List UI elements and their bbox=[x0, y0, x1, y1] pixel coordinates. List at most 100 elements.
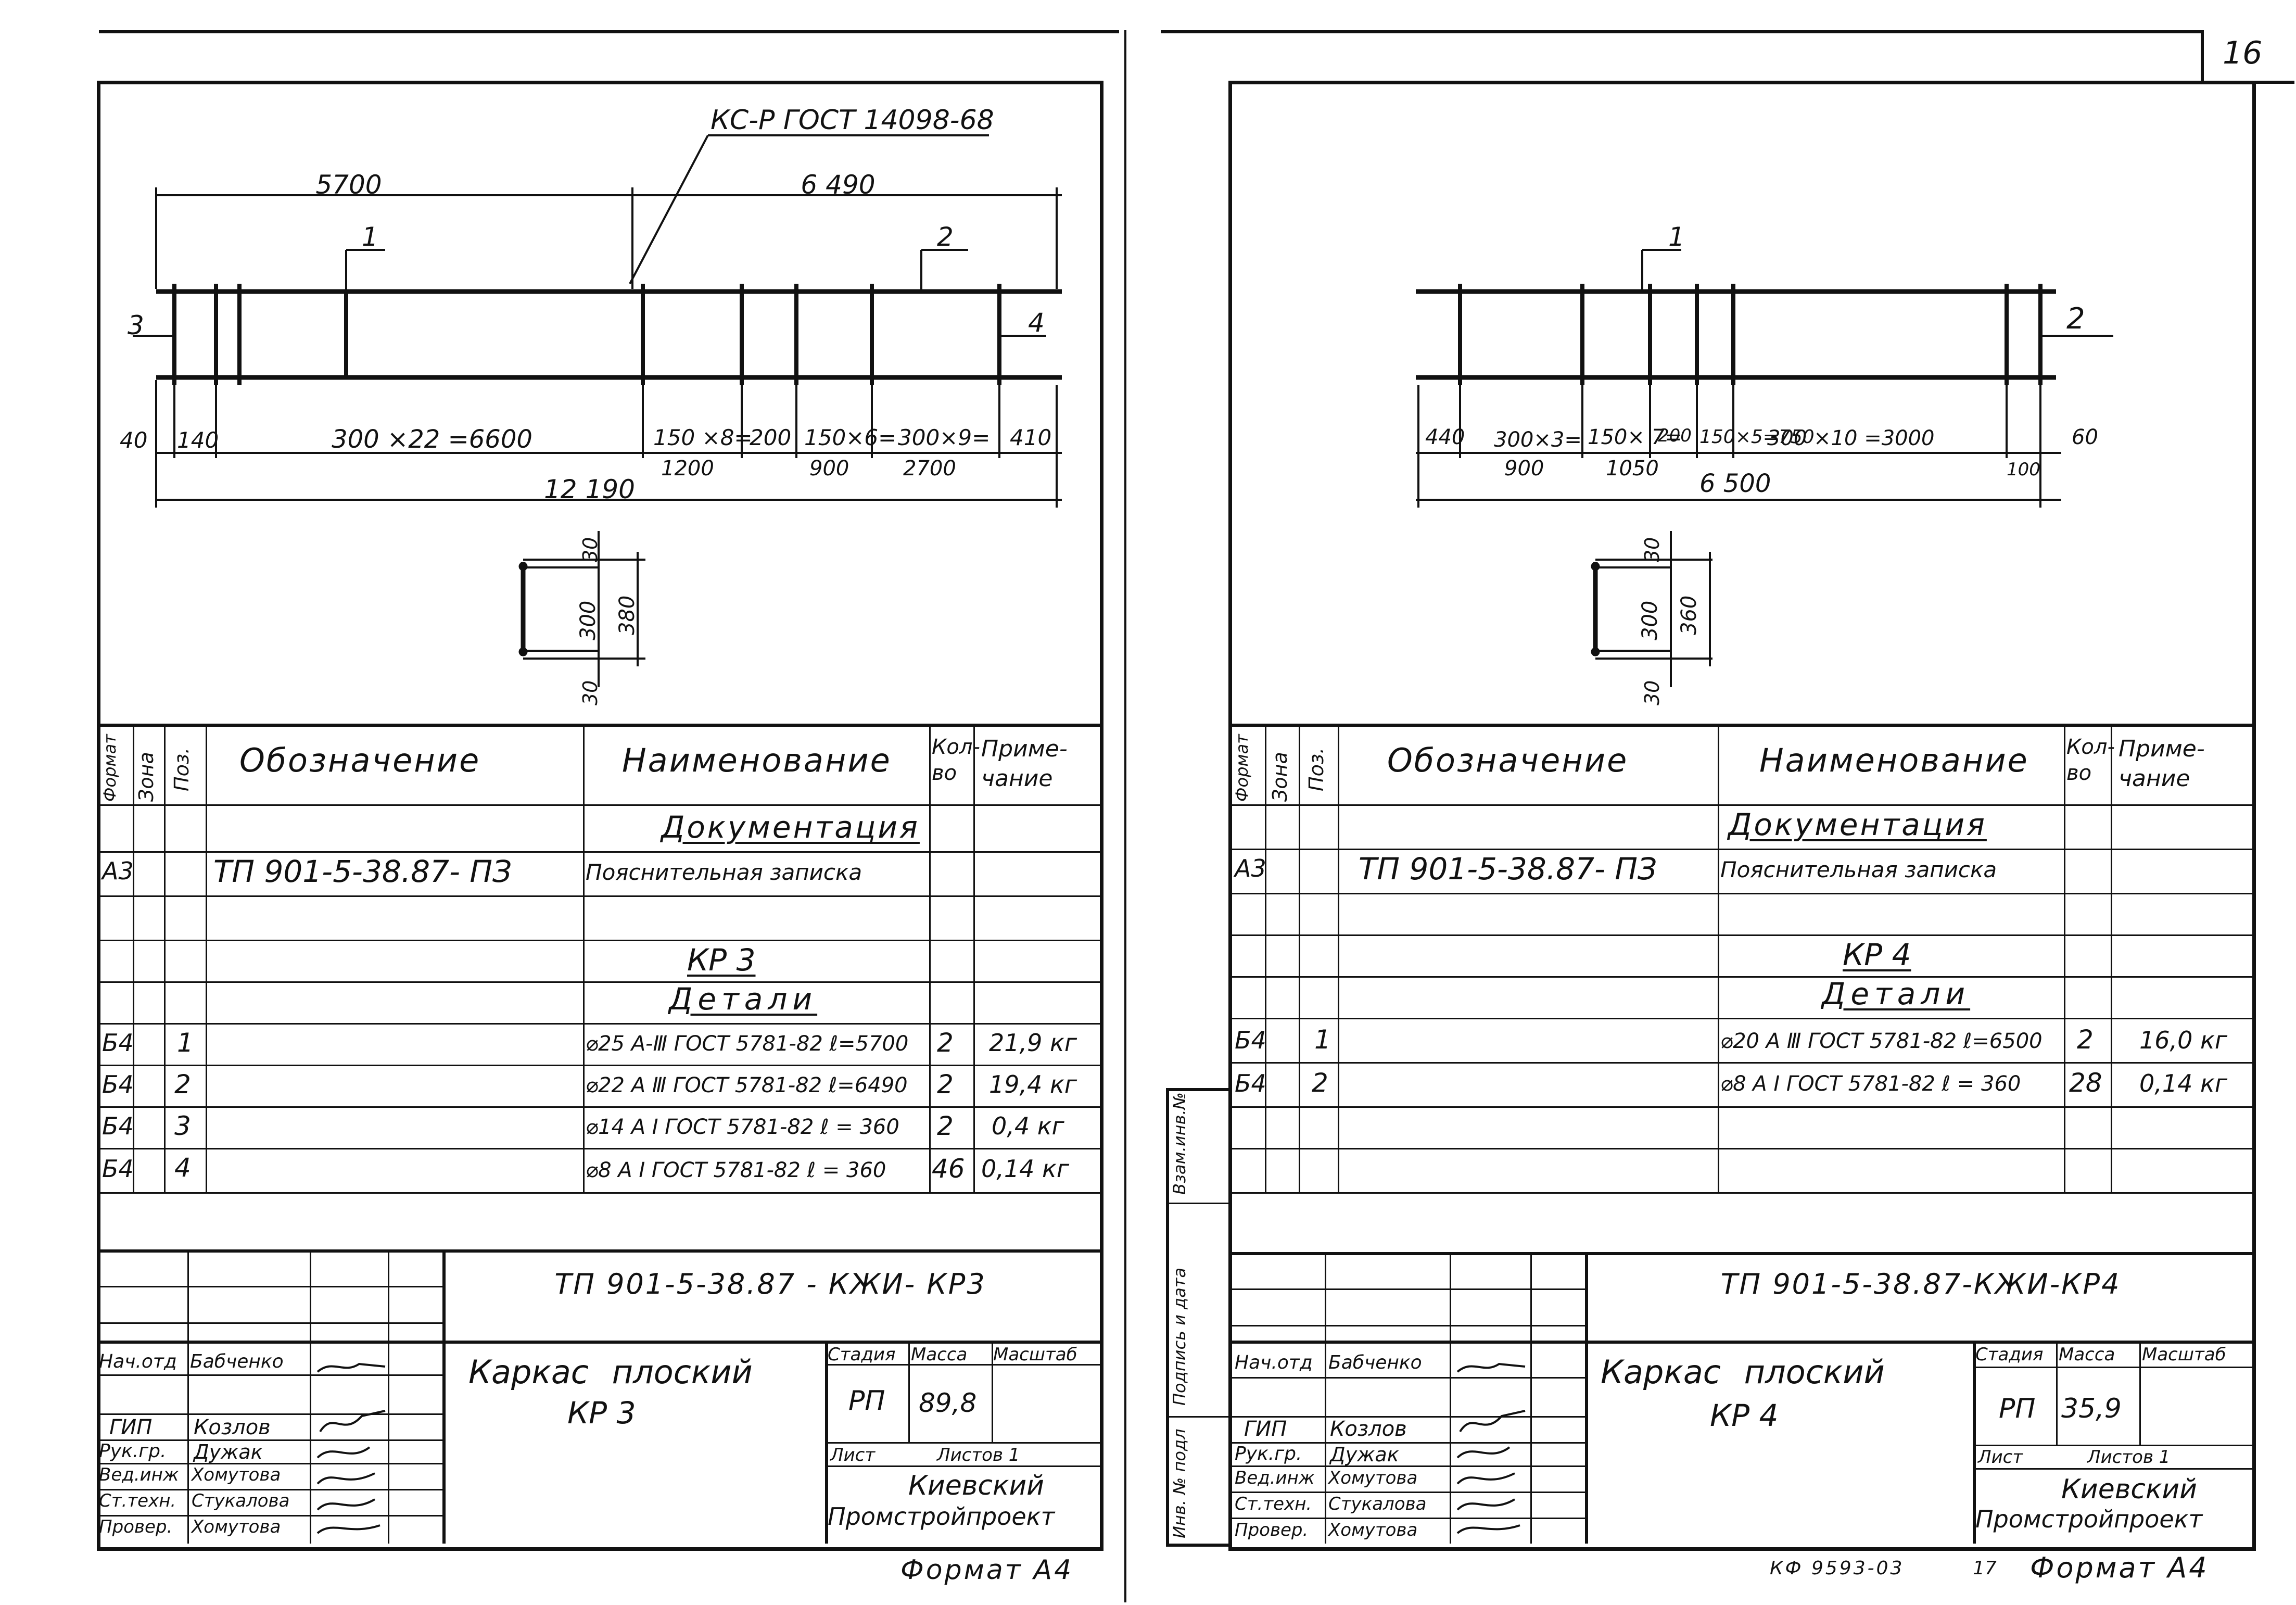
dim-bottom: 140 bbox=[177, 427, 219, 453]
dim-bottom: 60 bbox=[2072, 425, 2098, 449]
staff-name: Бабченко bbox=[1328, 1352, 1422, 1373]
dim-bottom-2: 100 bbox=[2007, 459, 2040, 480]
dim-bottom: 40 bbox=[120, 427, 148, 453]
col-header-zone: Зона bbox=[1268, 752, 1291, 802]
section-dim: 380 bbox=[615, 595, 639, 635]
footer-number: 17 bbox=[1973, 1558, 1997, 1579]
signatures bbox=[1456, 1362, 1526, 1534]
col-header-qty: Кол-во bbox=[932, 735, 980, 785]
col-header-note: Приме-чание bbox=[981, 736, 1068, 792]
mass-value: 89,8 bbox=[919, 1388, 977, 1418]
row-note: 21,9 кг bbox=[989, 1029, 1077, 1057]
sheets-label: Листов 1 bbox=[937, 1445, 1020, 1465]
row-pos: 4 bbox=[174, 1153, 191, 1183]
col-header-name: Наименование bbox=[622, 741, 892, 779]
sheet-label: Лист bbox=[1978, 1447, 2023, 1468]
section-details: Детали bbox=[669, 981, 818, 1017]
side-label-replace: Взам.инв.№ bbox=[1170, 1092, 1189, 1195]
pos-label-2: 2 bbox=[937, 222, 954, 252]
scale-label: Масштаб bbox=[993, 1344, 1077, 1365]
col-header-pos: Поз. bbox=[1305, 747, 1328, 791]
staff-name: Хомутова bbox=[192, 1516, 281, 1537]
doc-row-name: Пояснительная записка bbox=[586, 860, 862, 885]
staff-name: Хомутова bbox=[1328, 1468, 1418, 1488]
section-documentation: Документация bbox=[1728, 807, 1987, 842]
row-pos: 3 bbox=[174, 1111, 191, 1141]
staff-role: Рук.гр. bbox=[1235, 1443, 1302, 1464]
row-format: Б4 bbox=[102, 1070, 134, 1098]
mass-value: 35,9 bbox=[2061, 1393, 2122, 1424]
pos-label-3: 3 bbox=[128, 310, 144, 340]
col-header-name: Наименование bbox=[1759, 741, 2029, 779]
stage-value: РП bbox=[1999, 1393, 2036, 1424]
dim-bottom-2: 900 bbox=[1504, 457, 1544, 481]
row-name: ⌀25 А-Ⅲ ГОСТ 5781-82 ℓ=5700 bbox=[586, 1032, 909, 1056]
col-header-format: Формат bbox=[100, 734, 120, 802]
staff-name: Стукалова bbox=[1328, 1494, 1427, 1514]
row-note: 0,4 кг bbox=[992, 1112, 1064, 1140]
row-pos: 2 bbox=[174, 1069, 191, 1100]
staff-name: Бабченко bbox=[190, 1351, 284, 1372]
page-number-box bbox=[2201, 30, 2204, 82]
org-name-1: Киевский bbox=[908, 1470, 1044, 1501]
stage-value: РП bbox=[848, 1385, 885, 1417]
col-header-zone: Зона bbox=[135, 752, 158, 802]
org-name-2: Промстройпроект bbox=[828, 1502, 1055, 1531]
staff-role: Ст.техн. bbox=[99, 1490, 176, 1511]
row-name: ⌀8 А Ⅰ ГОСТ 5781-82 ℓ = 360 bbox=[1720, 1072, 2021, 1096]
col-header-note: Приме-чание bbox=[2119, 736, 2205, 792]
dim-bottom: 150× 7= bbox=[1588, 425, 1682, 449]
doc-row-designation: ТП 901-5-38.87- ПЗ bbox=[213, 854, 512, 889]
dim-total: 12 190 bbox=[544, 474, 635, 504]
col-header-qty: Кол-во bbox=[2066, 735, 2115, 785]
row-qty: 2 bbox=[937, 1069, 954, 1100]
staff-role: ГИП bbox=[1244, 1417, 1287, 1441]
row-qty: 2 bbox=[937, 1111, 954, 1141]
doc-row-name: Пояснительная записка bbox=[1720, 857, 1997, 882]
col-header-designation: Обозначение bbox=[239, 741, 481, 779]
row-note: 19,4 кг bbox=[989, 1070, 1077, 1098]
top-rule-right bbox=[1161, 30, 2202, 33]
section-dim: 360 bbox=[1677, 595, 1701, 635]
left-drawing bbox=[133, 134, 1062, 687]
side-label-inv: Инв. № подл bbox=[1170, 1429, 1189, 1538]
staff-role: Провер. bbox=[99, 1516, 173, 1537]
dim-bottom-2: 1050 bbox=[1606, 457, 1659, 481]
dim-bottom: 150×5=750 bbox=[1699, 426, 1815, 448]
staff-name: Хомутова bbox=[1328, 1520, 1418, 1540]
row-qty: 2 bbox=[2077, 1025, 2094, 1055]
row-qty: 2 bbox=[937, 1028, 954, 1058]
assembly-mark: КР 3 bbox=[687, 942, 756, 978]
mass-label: Масса bbox=[911, 1344, 968, 1365]
dim-bottom: 300 ×22 =6600 bbox=[332, 425, 532, 454]
staff-role: Нач.отд bbox=[99, 1351, 177, 1372]
col-header-designation: Обозначение bbox=[1387, 741, 1629, 779]
section-details: Детали bbox=[1822, 976, 1971, 1012]
section-dim: 30 bbox=[1641, 537, 1664, 562]
row-name: ⌀8 А Ⅰ ГОСТ 5781-82 ℓ = 360 bbox=[586, 1158, 886, 1182]
scale-label: Масштаб bbox=[2142, 1344, 2226, 1365]
staff-name: Дужак bbox=[1330, 1443, 1399, 1466]
format-note: Формат А4 bbox=[2030, 1551, 2209, 1584]
drawing-code: ТП 901-5-38.87-КЖИ-КР4 bbox=[1720, 1268, 2121, 1300]
dim-bottom: 150 ×8= bbox=[653, 425, 753, 450]
row-name: ⌀22 А Ⅲ ГОСТ 5781-82 ℓ=6490 bbox=[586, 1073, 908, 1097]
drawing-code: ТП 901-5-38.87 - КЖИ- КР3 bbox=[554, 1268, 986, 1300]
section-documentation: Документация bbox=[661, 810, 920, 845]
right-sheet-frame bbox=[1228, 81, 2256, 1551]
staff-role: Рук.гр. bbox=[99, 1440, 167, 1462]
staff-role: ГИП bbox=[109, 1416, 153, 1439]
top-rule-left bbox=[99, 30, 1119, 33]
col-header-format: Формат bbox=[1232, 734, 1252, 802]
doc-row-designation: ТП 901-5-38.87- ПЗ bbox=[1359, 851, 1657, 887]
dim-bottom: 300×9= bbox=[898, 425, 991, 450]
pos-label-2: 2 bbox=[2066, 302, 2085, 336]
row-qty: 46 bbox=[932, 1154, 965, 1184]
staff-role: Нач.отд bbox=[1235, 1352, 1313, 1373]
dim-bottom-2: 900 bbox=[809, 457, 849, 481]
drawing-title: Каркас плоский bbox=[1601, 1353, 1885, 1391]
stage-label: Стадия bbox=[828, 1344, 896, 1365]
section-dim: 300 bbox=[1638, 600, 1662, 640]
stage-label: Стадия bbox=[1975, 1344, 2044, 1365]
row-format: Б4 bbox=[102, 1155, 134, 1183]
